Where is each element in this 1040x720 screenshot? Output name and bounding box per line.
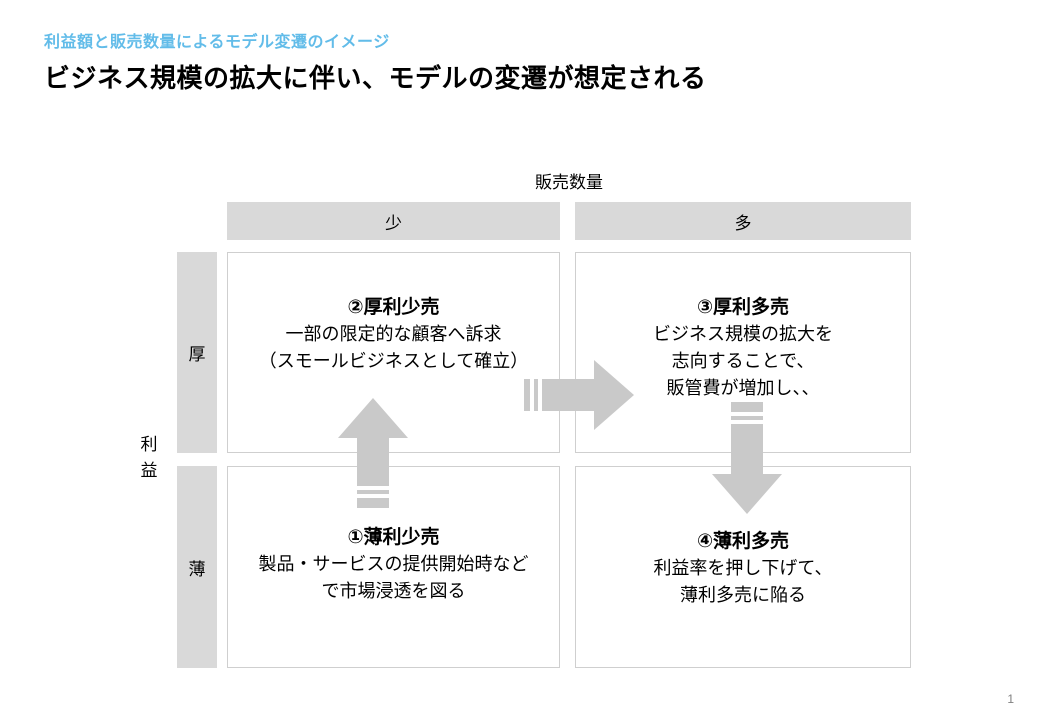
quadrant-q4-line-1: 利益率を押し下げて、 — [653, 557, 833, 578]
row-header-thick: 厚 — [177, 252, 217, 453]
quadrant-q3-content: ③厚利多売 ビジネス規模の拡大を 志向することで、 販管費が増加し、、 — [653, 294, 833, 402]
quadrant-q3-line-3: 販管費が増加し、、 — [666, 377, 820, 398]
quadrant-q2-line-2: （スモールビジネスとして確立） — [258, 351, 529, 371]
column-header-low: 少 — [227, 202, 560, 240]
column-header-high: 多 — [575, 202, 911, 240]
quadrant-q3-line-1: ビジネス規模の拡大を — [653, 323, 833, 344]
quadrant-q2-content: ②厚利少売 一部の限定的な顧客へ訴求 （スモールビジネスとして確立） — [259, 294, 528, 375]
quadrant-q4-content: ④薄利多売 利益率を押し下げて、 薄利多売に陥る — [653, 528, 832, 609]
quadrant-q2-title: ②厚利少売 — [347, 297, 440, 318]
quadrant-q4-line-2: 薄利多売に陥る — [679, 584, 806, 605]
row-header-thin-label: 薄 — [188, 559, 206, 579]
row-header-thick-label: 厚 — [188, 345, 206, 364]
y-axis-label-char-1: 利 — [140, 435, 158, 454]
arrow-right-icon — [524, 360, 634, 430]
row-header-thin: 薄 — [177, 466, 217, 668]
quadrant-cell-q1: ①薄利少売 製品・サービスの提供開始時など で市場浸透を図る — [227, 466, 560, 668]
column-header-low-label: 少 — [385, 213, 402, 233]
slide-eyebrow-text: 利益額と販売数量によるモデル変遷のイメージ — [44, 34, 390, 51]
quadrant-q3-line-2: 志向することで、 — [671, 350, 815, 371]
x-axis-label: 販売数量 — [535, 173, 603, 192]
page-number: 1 — [1007, 692, 1014, 706]
column-header-high-label: 多 — [734, 213, 752, 233]
arrow-down-icon — [712, 402, 782, 514]
quadrant-q1-line-2: で市場浸透を図る — [321, 580, 466, 601]
y-axis-label: 利 益 — [132, 432, 166, 484]
arrow-up-icon — [338, 398, 408, 508]
quadrant-q2-line-1: 一部の限定的な顧客へ訴求 — [285, 324, 502, 344]
page-title: ビジネス規模の拡大に伴い、モデルの変遷が想定される — [44, 63, 707, 93]
y-axis-label-char-2: 益 — [140, 461, 158, 480]
quadrant-q1-content: ①薄利少売 製品・サービスの提供開始時など で市場浸透を図る — [259, 524, 529, 605]
quadrant-q1-title: ①薄利少売 — [347, 526, 440, 548]
quadrant-q4-title: ④薄利多売 — [696, 530, 790, 552]
quadrant-q3-title: ③厚利多売 — [696, 296, 790, 318]
quadrant-cell-q2: ②厚利少売 一部の限定的な顧客へ訴求 （スモールビジネスとして確立） — [227, 252, 560, 453]
quadrant-q1-line-1: 製品・サービスの提供開始時など — [258, 553, 529, 574]
